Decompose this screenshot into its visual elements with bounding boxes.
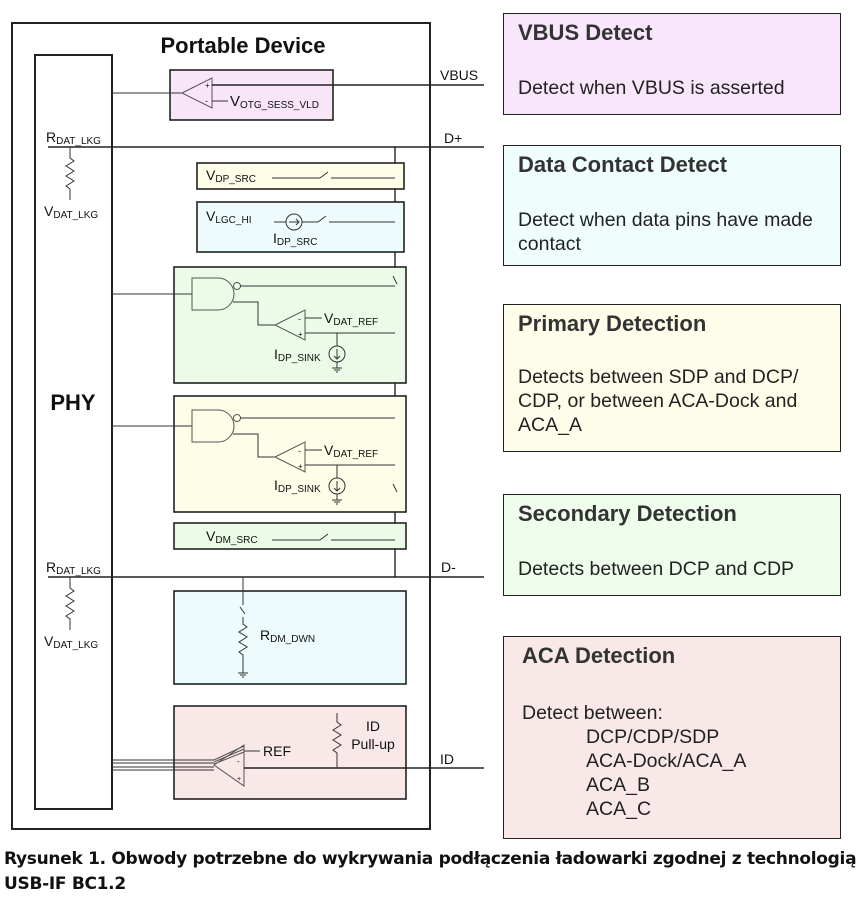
rdm-switch-icon [239, 606, 246, 615]
phy-label: PHY [50, 390, 96, 415]
panel-text: contact [518, 233, 581, 255]
vbus-comparator [180, 77, 213, 109]
vlgc-hi-block [196, 201, 405, 253]
panel-text: Detect between: [522, 702, 663, 724]
sink-arrow-icon [333, 349, 341, 360]
panel-text: Detects between SDP and DCP/ [518, 366, 799, 388]
r-dat-lkg-top-resistor-icon [65, 147, 75, 200]
panel-text: CDP, or between ACA-Dock and [518, 390, 798, 412]
sink-arrow-icon [333, 481, 341, 492]
panel-title: Primary Detection [518, 311, 707, 336]
v-dat-lkg-top-label: VDAT_LKG [44, 203, 98, 221]
panel-aca-detection: ACA Detection Detect between: DCP/CDP/SD… [503, 636, 841, 839]
ref-label: REF [263, 743, 291, 759]
vbus-comparator-block [169, 69, 334, 121]
idp-src-label: IDP_SRC [273, 230, 317, 248]
vlgc-hi-label: VLGC_HI [206, 208, 251, 226]
id-pullup-resistor-icon [332, 713, 342, 768]
dminus-line-label: D- [441, 559, 456, 575]
ground-icon [238, 672, 248, 678]
secondary-detection-block [173, 395, 407, 513]
aca-comp-line [213, 745, 245, 761]
vdm-src-label: VDM_SRC [206, 528, 258, 546]
caption-line-2: USB-IF BC1.2 [4, 874, 126, 894]
primary-nand-gate-icon [191, 277, 235, 311]
panel-subitem: ACA_B [586, 774, 650, 796]
figure-caption: Rysunek 1. Obwody potrzebne do wykrywani… [4, 847, 864, 897]
r-dat-lkg-bottom-label: RDAT_LKG [46, 559, 101, 577]
minus-sign: - [205, 96, 208, 106]
primary-switch-icon [392, 275, 398, 285]
primary-comp-wire [233, 301, 275, 326]
minus-sign: - [237, 757, 240, 766]
secondary-switch-icon [392, 483, 398, 493]
id-pullup-label-2: Pull-up [351, 736, 395, 752]
ground-icon [332, 494, 342, 505]
plus-sign: + [298, 462, 303, 471]
panel-text: Detects between DCP and CDP [518, 558, 795, 580]
portable-device-frame [11, 22, 431, 830]
rdm-dwn-resistor-icon [238, 617, 248, 673]
panel-primary-detection: Primary Detection Detects between SDP an… [503, 304, 841, 452]
panel-subitem: ACA-Dock/ACA_A [586, 750, 747, 772]
r-dat-lkg-top-label: RDAT_LKG [46, 129, 101, 147]
plus-sign: + [205, 81, 210, 90]
rdm-dwn-block [173, 590, 407, 685]
panel-title: ACA Detection [522, 643, 676, 668]
vdp-src-label: VDP_SRC [206, 167, 256, 185]
panel-subitem: DCP/CDP/SDP [586, 726, 720, 748]
current-arrow-icon [289, 218, 300, 226]
vdat-ref-label-2: VDAT_REF [324, 442, 378, 460]
panel-title: Secondary Detection [518, 501, 737, 526]
secondary-nand-gate-icon [191, 409, 235, 443]
plus-sign: + [298, 330, 303, 339]
vdp-src-block [196, 162, 405, 190]
phy-block [34, 54, 113, 810]
ground-icon [332, 362, 342, 373]
minus-sign: - [298, 314, 301, 324]
votg-label: VOTG_SESS_VLD [230, 93, 319, 111]
panel-text: Detect when VBUS is asserted [518, 77, 785, 99]
aca-comp-line [213, 751, 245, 765]
panel-title: Data Contact Detect [518, 152, 728, 177]
id-line-label: ID [440, 751, 454, 767]
minus-sign: - [298, 446, 301, 456]
r-dat-lkg-bottom-resistor-icon [65, 577, 75, 630]
rdm-dwn-label: RDM_DWN [260, 627, 315, 645]
vdm-src-switch-icon [319, 533, 329, 541]
dplus-line-label: D+ [444, 130, 462, 146]
primary-comparator [273, 309, 306, 341]
secondary-comparator [273, 441, 306, 473]
vlgc-switch-icon [317, 215, 327, 223]
aca-detection-block [173, 705, 407, 800]
idp-sink-label: IDP_SINK [274, 346, 321, 364]
panel-text: Detect when data pins have made [518, 209, 813, 231]
vbus-line-label: VBUS [440, 67, 478, 83]
secondary-comp-wire [233, 433, 275, 458]
id-pullup-label-1: ID [366, 718, 380, 734]
idp-sink-label-2: IDP_SINK [274, 477, 321, 495]
portable-device-title: Portable Device [160, 33, 325, 58]
panel-title: VBUS Detect [518, 20, 653, 45]
aca-comp-line [213, 748, 245, 763]
panel-secondary-detection: Secondary Detection Detects between DCP … [503, 494, 841, 596]
caption-line-1: Rysunek 1. Obwody potrzebne do wykrywani… [4, 849, 857, 869]
vdp-src-switch-icon [319, 171, 329, 179]
panel-vbus-detect: VBUS Detect Detect when VBUS is asserted [503, 13, 841, 115]
vdat-ref-label: VDAT_REF [324, 310, 378, 328]
plus-sign: + [237, 776, 241, 783]
vdm-src-block [173, 522, 407, 550]
panel-data-contact-detect: Data Contact Detect Detect when data pin… [503, 145, 841, 266]
panel-subitem: ACA_C [586, 798, 652, 820]
panel-text: ACA_A [518, 414, 582, 436]
v-dat-lkg-bottom-label: VDAT_LKG [44, 633, 98, 651]
